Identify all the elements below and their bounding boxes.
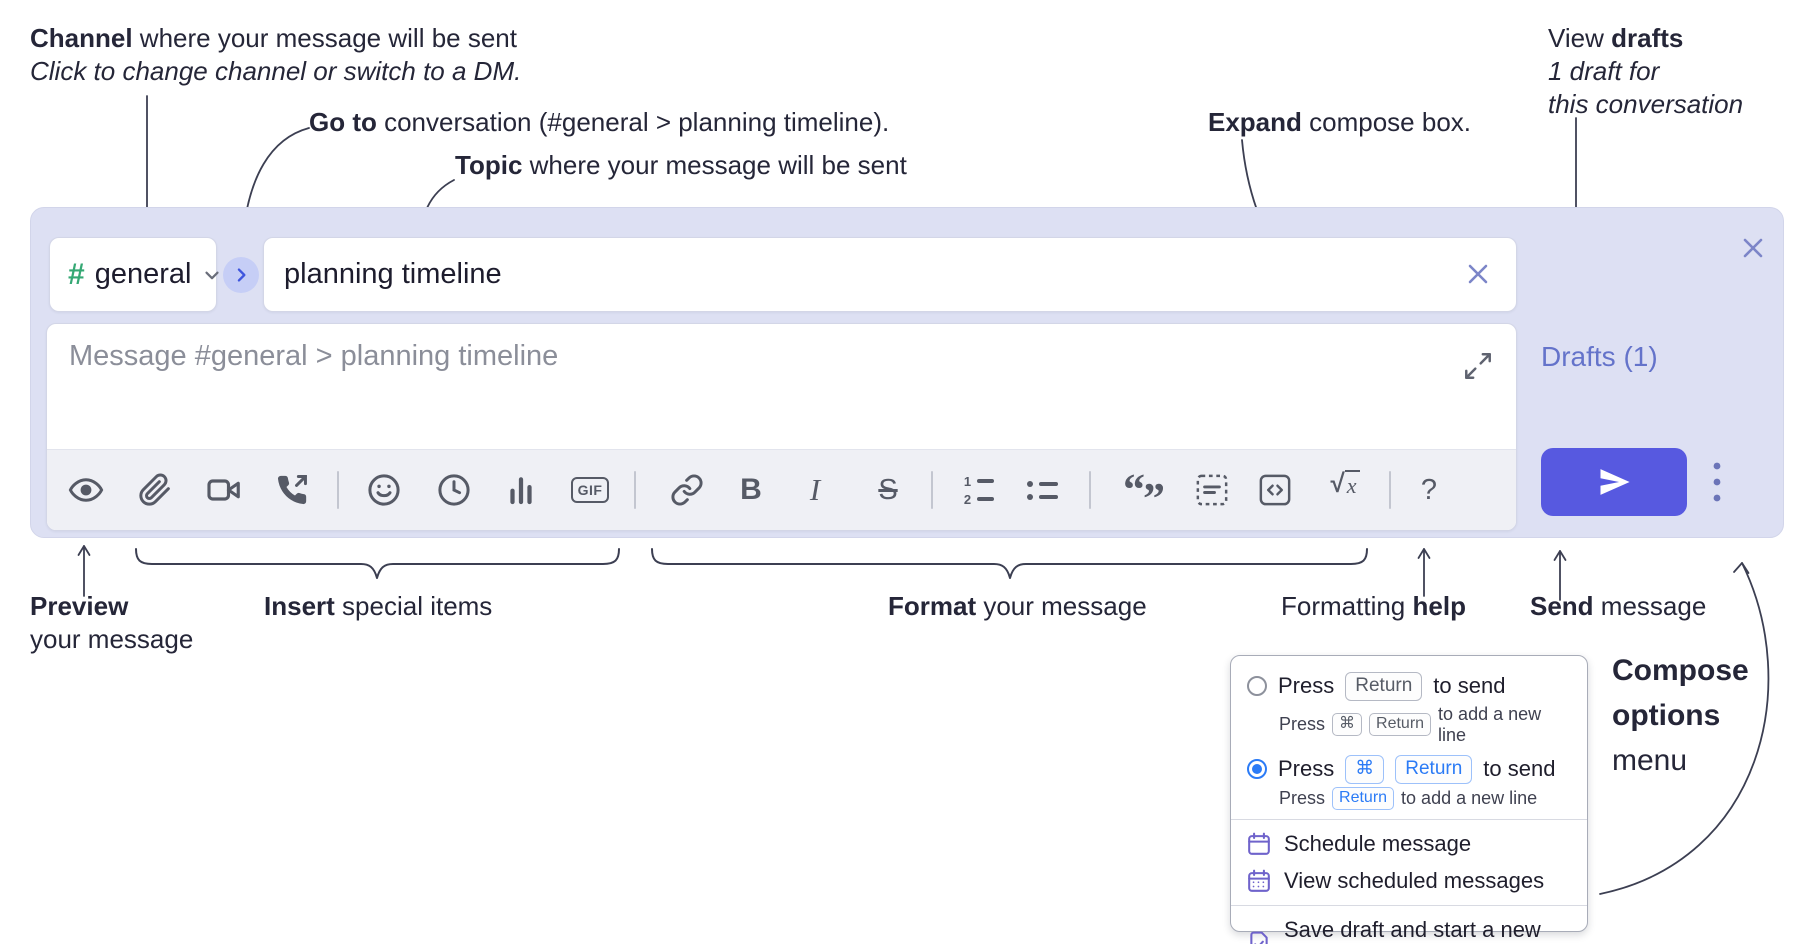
math-sqrt-icon[interactable]: √x (1323, 468, 1367, 512)
return-keycap: Return (1332, 786, 1395, 810)
option-cmd-return-to-send[interactable]: Press ⌘ Return to send (1247, 754, 1571, 784)
annotation-formatting-help: Formatting help (1281, 591, 1466, 621)
return-keycap: Return (1369, 713, 1432, 737)
close-icon[interactable] (1733, 228, 1773, 268)
menu-divider (1231, 818, 1587, 820)
recent-clock-icon[interactable] (432, 468, 476, 512)
annotation-preview: Preview your message (30, 591, 194, 654)
topic-input[interactable] (263, 237, 1517, 312)
clear-topic-icon[interactable] (1459, 255, 1497, 293)
annotation-send: Send message (1530, 591, 1707, 621)
preview-eye-icon[interactable] (64, 468, 108, 512)
expand-compose-icon[interactable] (1462, 350, 1496, 384)
message-input[interactable] (67, 338, 1451, 438)
channel-hash-icon: # (68, 257, 85, 291)
annotation-compose-options: Compose options menu (1612, 654, 1749, 777)
draft-check-icon (1247, 931, 1271, 944)
attachment-paperclip-icon[interactable] (133, 468, 177, 512)
message-area: GIF B I S 1 2 (46, 323, 1517, 531)
poll-bar-chart-icon[interactable] (499, 468, 543, 512)
toolbar-divider (1089, 471, 1091, 509)
paper-plane-icon (1596, 464, 1632, 500)
annotation-view-drafts: View drafts 1 draft for this conversatio… (1548, 23, 1744, 119)
radio-unselected-icon[interactable] (1247, 676, 1267, 697)
huddle-phone-icon[interactable] (270, 468, 314, 512)
toolbar-divider (1389, 471, 1391, 509)
chevron-down-icon (201, 264, 223, 286)
option-return-to-send[interactable]: Press Return to send (1247, 672, 1571, 701)
toolbar-divider (931, 471, 933, 509)
compose-options-kebab-icon[interactable] (1701, 452, 1733, 512)
italic-icon[interactable]: I (809, 472, 821, 507)
option-cmd-return-subtext: Press Return to add a new line (1279, 786, 1538, 810)
channel-name: general (94, 258, 192, 290)
ordered-list-icon[interactable]: 1 2 (957, 468, 1001, 512)
send-button[interactable] (1541, 448, 1687, 516)
menu-divider (1231, 904, 1587, 906)
compose-box: # general (30, 207, 1784, 538)
bulleted-list-icon[interactable] (1020, 468, 1064, 512)
annotation-topic: Topic where your message will be sent (455, 150, 907, 180)
menu-item-save-draft[interactable]: Save draft and start a new message (1247, 917, 1571, 944)
emoji-icon[interactable] (362, 468, 406, 512)
calendar-grid-icon (1247, 869, 1271, 893)
video-camera-icon[interactable] (202, 468, 246, 512)
menu-item-schedule-message[interactable]: Schedule message (1247, 831, 1571, 857)
drafts-link[interactable]: Drafts (1) (1541, 341, 1658, 372)
code-block-icon[interactable] (1190, 468, 1234, 512)
blockquote-icon[interactable]: “” (1123, 465, 1165, 523)
bold-icon[interactable]: B (740, 473, 762, 506)
calendar-icon (1247, 832, 1271, 856)
gif-icon[interactable]: GIF (568, 468, 612, 512)
annotation-expand: Expand compose box. (1208, 107, 1472, 137)
option-return-to-send-subtext: Press ⌘ Return to add a new line (1279, 703, 1542, 745)
annotation-insert: Insert special items (264, 591, 493, 621)
toolbar-divider (337, 471, 339, 509)
link-icon[interactable] (665, 468, 709, 512)
return-keycap: Return (1395, 754, 1473, 784)
compose-options-menu: Press Return to send Press ⌘ Return to a… (1230, 655, 1588, 944)
chevron-right-icon (231, 265, 251, 285)
annotation-channel: Channel where your message will be sent … (30, 23, 522, 86)
channel-selector-button[interactable]: # general (49, 237, 220, 312)
return-keycap: Return (1345, 672, 1423, 701)
go-to-conversation-button[interactable] (223, 256, 259, 293)
menu-item-view-scheduled[interactable]: View scheduled messages (1247, 868, 1571, 894)
formatting-help-icon[interactable]: ? (1420, 473, 1438, 506)
code-inline-icon[interactable] (1253, 468, 1297, 512)
formatting-toolbar: GIF B I S 1 2 (47, 449, 1516, 530)
strikethrough-icon[interactable]: S (878, 473, 898, 506)
annotation-goto: Go to conversation (#general > planning … (309, 107, 890, 137)
cmd-keycap: ⌘ (1345, 754, 1385, 784)
cmd-keycap: ⌘ (1332, 713, 1363, 737)
toolbar-divider (634, 471, 636, 509)
annotation-format: Format your message (888, 591, 1147, 621)
radio-selected-icon[interactable] (1247, 759, 1267, 780)
